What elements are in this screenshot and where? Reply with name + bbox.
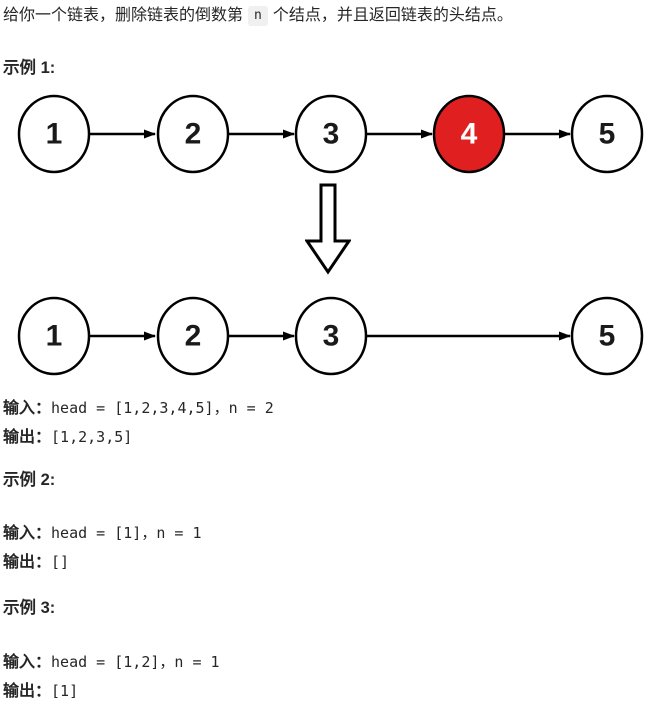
input-label: 输入： <box>3 654 52 671</box>
list-node-value: 3 <box>323 320 340 353</box>
list-node-value: 3 <box>323 118 340 151</box>
list-node-value: 2 <box>185 118 202 151</box>
list-node-circle <box>294 296 368 376</box>
output-label: 输出： <box>3 683 52 700</box>
list-node-circle <box>17 94 91 174</box>
list-node-circle <box>570 94 644 174</box>
example-input-line: 输入：head = [1,2]，n = 1 <box>3 648 650 677</box>
example-output-line: 输出：[] <box>3 548 650 577</box>
linked-list-before: 1 2 3 4 5 <box>17 94 644 174</box>
statement-suffix: 个结点，并且返回链表的头结点。 <box>272 7 513 24</box>
list-node-value: 5 <box>599 118 616 151</box>
list-node-circle <box>156 296 230 376</box>
input-value: head = [1,2,3,4,5]，n = 2 <box>51 399 274 417</box>
input-label: 输入： <box>3 525 52 542</box>
input-value: head = [1,2]，n = 1 <box>51 653 220 671</box>
example-input-line: 输入：head = [1,2,3,4,5]，n = 2 <box>3 394 650 423</box>
list-node-value: 2 <box>185 320 202 353</box>
list-node-value: 5 <box>599 320 616 353</box>
input-value: head = [1]，n = 1 <box>51 524 202 542</box>
transform-down-arrow-icon <box>305 183 351 275</box>
list-node-value: 1 <box>46 320 63 353</box>
example-1-io: 输入：head = [1,2,3,4,5]，n = 2 输出：[1,2,3,5] <box>3 394 650 452</box>
example-2-title: 示例 2: <box>3 471 56 489</box>
statement-prefix: 给你一个链表，删除链表的倒数第 <box>3 7 244 24</box>
list-node-circle <box>570 296 644 376</box>
output-value: [1,2,3,5] <box>51 428 133 446</box>
inline-code-n: n <box>248 6 268 26</box>
example-2-io: 输入：head = [1]，n = 1 输出：[] <box>3 519 650 577</box>
example-output-line: 输出：[1] <box>3 677 650 706</box>
linked-list-after: 1 2 3 5 <box>17 296 644 376</box>
list-node-circle <box>294 94 368 174</box>
list-node-value: 1 <box>46 118 63 151</box>
example-input-line: 输入：head = [1]，n = 1 <box>3 519 650 548</box>
highlighted-list-node-value: 4 <box>461 118 478 151</box>
output-value: [1] <box>51 682 79 700</box>
example-output-line: 输出：[1,2,3,5] <box>3 423 650 452</box>
input-label: 输入： <box>3 400 52 417</box>
list-node-circle <box>17 296 91 376</box>
example-1-title: 示例 1: <box>3 59 56 77</box>
output-value: [] <box>51 553 70 571</box>
example-3-title: 示例 3: <box>3 599 56 617</box>
example-3-io: 输入：head = [1,2]，n = 1 输出：[1] <box>3 648 650 706</box>
highlighted-list-node-circle <box>432 94 506 174</box>
output-label: 输出： <box>3 429 52 446</box>
output-label: 输出： <box>3 554 52 571</box>
list-node-circle <box>156 94 230 174</box>
